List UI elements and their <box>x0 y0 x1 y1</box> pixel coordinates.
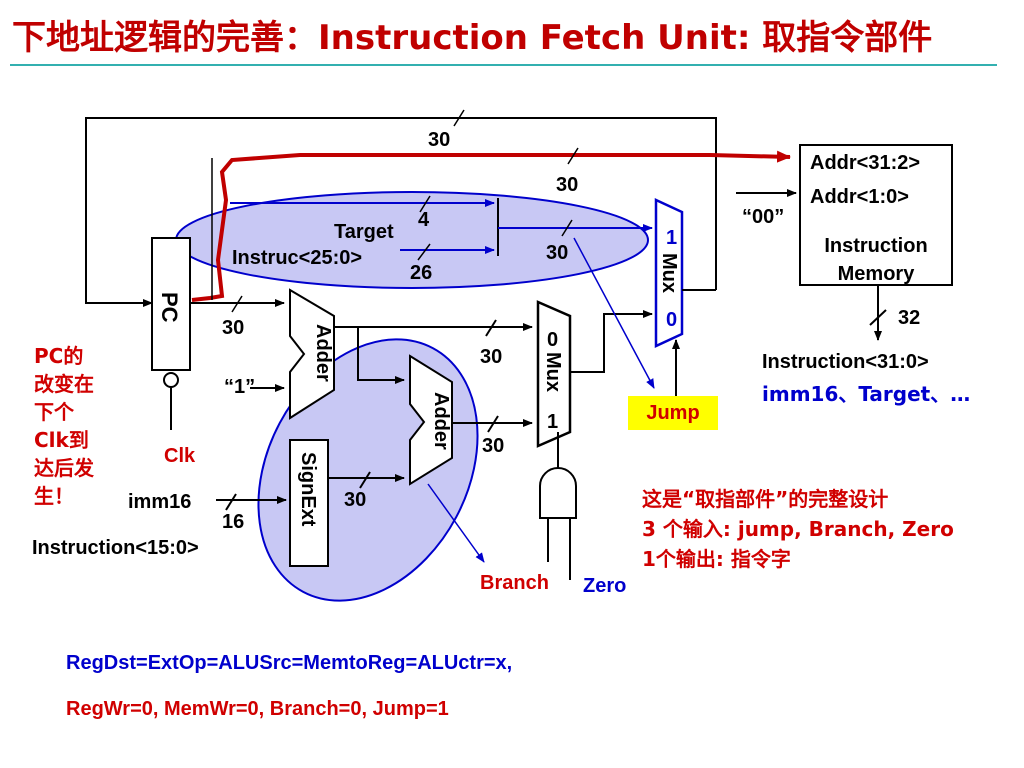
branch-mux-input-1-label: 1 <box>547 411 559 433</box>
branch-mux-input-0-label: 0 <box>547 329 559 351</box>
pc-note-line: PC的 <box>34 344 84 368</box>
imm16-wire <box>216 493 287 511</box>
instruction-memory-box <box>799 144 953 286</box>
addr-1-0-label: Addr<1:0> <box>810 186 909 208</box>
signext-out-bits-label: 30 <box>344 489 367 511</box>
signext-label: SignExt <box>297 452 319 527</box>
instruction-fields-label: imm16、Target、… <box>762 382 971 406</box>
highlight-branch-path <box>257 338 479 602</box>
instruction-31-0-label: Instruction<31:0> <box>762 351 929 373</box>
jump-note-arrow <box>573 237 655 389</box>
adder1-out-bits-label: 30 <box>480 346 503 368</box>
constant-one-label: “1” <box>224 376 256 398</box>
pc-label: PC <box>157 292 182 323</box>
clk-label: Clk <box>164 445 196 467</box>
branch-mux-output-wire <box>570 310 653 373</box>
instruc-bits-label: 26 <box>410 262 433 284</box>
branch-mux-label: Mux <box>542 352 564 392</box>
pc-note-line: 生！ <box>34 484 74 508</box>
branch-note-arrow <box>427 483 485 563</box>
imm16-bits-label: 16 <box>222 511 245 533</box>
signext-output-wire <box>328 471 405 489</box>
pc-note-line: 达后发 <box>34 456 94 480</box>
pc-out-bits-label: 30 <box>222 317 245 339</box>
signext-box <box>289 439 329 567</box>
zeros-label: “00” <box>742 206 785 228</box>
adder2-output-wire <box>452 415 533 433</box>
pc-clock-bubble <box>163 372 179 388</box>
branch-mux <box>536 300 572 448</box>
branch-signal-label: Branch <box>480 572 549 594</box>
pc-note-line: 下个 <box>34 400 74 424</box>
addr-31-2-label: Addr<31:2> <box>810 152 921 174</box>
pc-timing-note: PC的 改变在 下个 Clk到 达后发 生！ <box>34 342 124 510</box>
control-signals-line-2: RegWr=0, MemWr=0, Branch=0, Jump=1 <box>66 698 449 720</box>
jump-mux-input-1-label: 1 <box>666 227 678 249</box>
instruction-15-0-label: Instruction<15:0> <box>32 537 199 559</box>
adder-branch-target <box>409 354 453 486</box>
note-line: 1个输出: 指令字 <box>642 547 791 571</box>
pc-to-adder-wire <box>190 299 285 392</box>
red-pc-to-memory-path <box>191 150 791 302</box>
note-line: 3 个输入: jump, Branch, Zero <box>642 517 954 541</box>
and-gate <box>539 467 577 519</box>
memory-out-bits-label: 32 <box>898 307 921 329</box>
control-signals-line-1: RegDst=ExtOp=ALUSrc=MemtoReg=ALUctr=x, <box>66 652 513 674</box>
title-divider <box>10 64 997 66</box>
jump-mux-label: Mux <box>658 253 680 293</box>
feedback-loop-wire <box>85 117 717 307</box>
adder2-label: Adder <box>430 392 452 450</box>
adder1-output-wire <box>334 319 533 384</box>
jump-mux-input-0-label: 0 <box>666 309 678 331</box>
instruc-25-0-label: Instruc<25:0> <box>232 247 363 269</box>
and-gate-wires <box>547 432 571 580</box>
target-bus <box>230 195 653 261</box>
adder2-out-bits-label: 30 <box>482 435 505 457</box>
pc-note-line: 改变在 <box>34 372 94 396</box>
imm16-label: imm16 <box>128 491 192 513</box>
bus-width-target: 30 <box>546 242 569 264</box>
target-bits-label: 4 <box>418 209 430 231</box>
jump-signal-label: Jump <box>628 396 718 430</box>
page-title: 下地址逻辑的完善：Instruction Fetch Unit: 取指令部件 <box>12 18 933 58</box>
bus-width-top: 30 <box>428 129 451 151</box>
target-label: Target <box>334 221 394 243</box>
jump-mux <box>654 198 684 348</box>
bus-width-addr: 30 <box>556 174 579 196</box>
pc-note-line: Clk到 <box>34 428 89 452</box>
note-line: 这是“取指部件”的完整设计 <box>642 487 889 511</box>
adder1-label: Adder <box>312 324 334 382</box>
memory-output-wire <box>869 286 887 341</box>
instruction-memory-label: Instruction Memory <box>824 235 928 285</box>
design-summary-note: 这是“取指部件”的完整设计 3 个输入: jump, Branch, Zero … <box>642 484 954 574</box>
adder-pc-plus-1 <box>289 288 335 420</box>
zero-signal-label: Zero <box>583 575 627 597</box>
